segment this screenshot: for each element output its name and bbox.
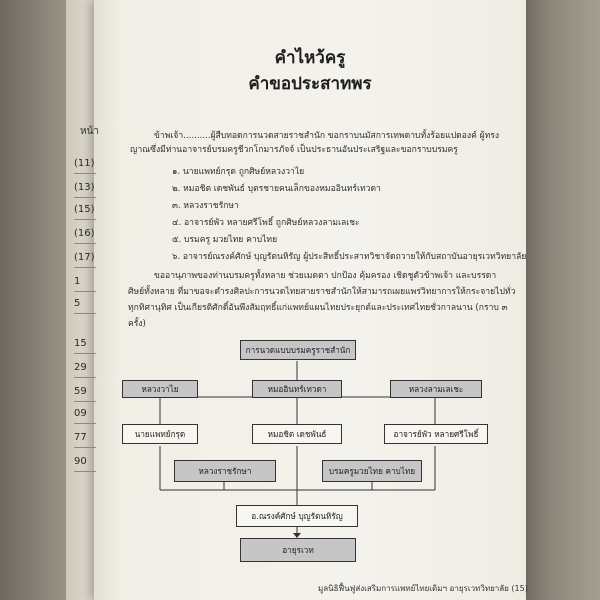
toc-number: 15 xyxy=(74,338,87,349)
toc-rule xyxy=(74,219,96,220)
toc-heading: หน้า xyxy=(80,126,100,137)
intro-line-2: ญาณซึ่งมีท่านอาจารย์บรมครูชีวกโกมารภัจจ์… xyxy=(130,145,458,155)
teacher-item-3: ๓. หลวงราชรักษา xyxy=(172,201,239,211)
toc-number: 09 xyxy=(74,408,87,419)
lineage-box-dr-krud: นายแพทย์กรุด xyxy=(122,424,198,444)
toc-number: (15) xyxy=(74,204,95,215)
lineage-box-luang-ratcharaksa: หลวงราชรักษา xyxy=(174,460,276,482)
teacher-item-4: ๔. อาจารย์พัว หลายศรีโพธิ์ ถูกศิษย์หลวงล… xyxy=(172,218,360,228)
toc-rule xyxy=(74,291,96,292)
toc-rule xyxy=(74,197,96,198)
toc-number: 29 xyxy=(74,362,87,373)
toc-number: (17) xyxy=(74,252,95,263)
toc-rule xyxy=(74,267,96,268)
toc-number: 59 xyxy=(74,386,87,397)
toc-rule xyxy=(74,243,96,244)
toc-number: (16) xyxy=(74,228,95,239)
toc-number: (13) xyxy=(74,182,95,193)
teacher-item-6: ๖. อาจารย์ณรงค์ศักษ์ บุญรัตนหิรัญ ผู้ประ… xyxy=(172,252,527,262)
lineage-box-ajarn-narong: อ.ณรงค์ศักษ์ บุญรัตนหิรัญ xyxy=(236,505,358,527)
blessing-line-1: ขออานุภาพของท่านบรมครูทั้งหลาย ช่วยเมตตา… xyxy=(154,271,497,281)
toc-rule xyxy=(74,471,96,472)
toc-rule xyxy=(74,313,96,314)
toc-number: 1 xyxy=(74,276,81,287)
toc-number: 77 xyxy=(74,432,87,443)
toc-rule xyxy=(74,377,96,378)
lineage-box-luang-lam-leche: หลวงลามเลเชะ xyxy=(390,380,482,398)
page-title: คำไหว้ครู xyxy=(274,48,346,68)
toc-number: 5 xyxy=(74,298,81,309)
blessing-line-3: ทุกทิศานุทิศ เป็นเกียรติศักดิ์อันพึงสัมฤ… xyxy=(128,303,508,313)
toc-rule xyxy=(74,353,96,354)
lineage-box-ajarn-pua: อาจารย์พัว หลายศรีโพธิ์ xyxy=(384,424,488,444)
page-subtitle: คำขอประสาทพร xyxy=(248,74,372,94)
lineage-box-muay-thai-master: บรมครูมวยไทย คาบไทย xyxy=(322,460,422,482)
teacher-item-1: ๑. นายแพทย์กรุด ถูกศิษย์หลวงวาไย xyxy=(172,167,305,177)
teacher-item-2: ๒. หมอชิต เดชพันธ์ บุตรชายคนเล็กของหมออิ… xyxy=(172,184,381,194)
blessing-line-2: ศิษย์ทั้งหลาย ที่มาขอจะดำรงศิลปะการนวดไท… xyxy=(128,287,516,297)
book-page xyxy=(94,0,526,600)
toc-rule xyxy=(74,447,96,448)
toc-number: (11) xyxy=(74,158,95,169)
page-footer: มูลนิธิฟื้นฟูส่งเสริมการแพทย์ไทยเดิมฯ อา… xyxy=(318,584,528,593)
intro-line-1: ข้าพเจ้า..........ผู้สืบทอดการนวดสายราชส… xyxy=(154,131,500,141)
lineage-root-box: การนวดแบบบรมครูราชสำนัก xyxy=(240,340,356,360)
blessing-line-4: ครั้ง) xyxy=(128,319,146,329)
lineage-box-ayurved: อายุรเวท xyxy=(240,538,356,562)
lineage-box-mor-chit: หมอชิต เดชพันธ์ xyxy=(252,424,342,444)
toc-rule xyxy=(74,423,96,424)
lineage-box-luang-wayai: หลวงวาไย xyxy=(122,380,198,398)
teacher-item-5: ๕. บรมครู มวยไทย คาบไทย xyxy=(172,235,278,245)
background-right xyxy=(522,0,600,600)
lineage-box-mor-in-thewada: หมออินทร์เทวดา xyxy=(252,380,342,398)
toc-rule xyxy=(74,173,96,174)
toc-rule xyxy=(74,401,96,402)
toc-number: 90 xyxy=(74,456,87,467)
